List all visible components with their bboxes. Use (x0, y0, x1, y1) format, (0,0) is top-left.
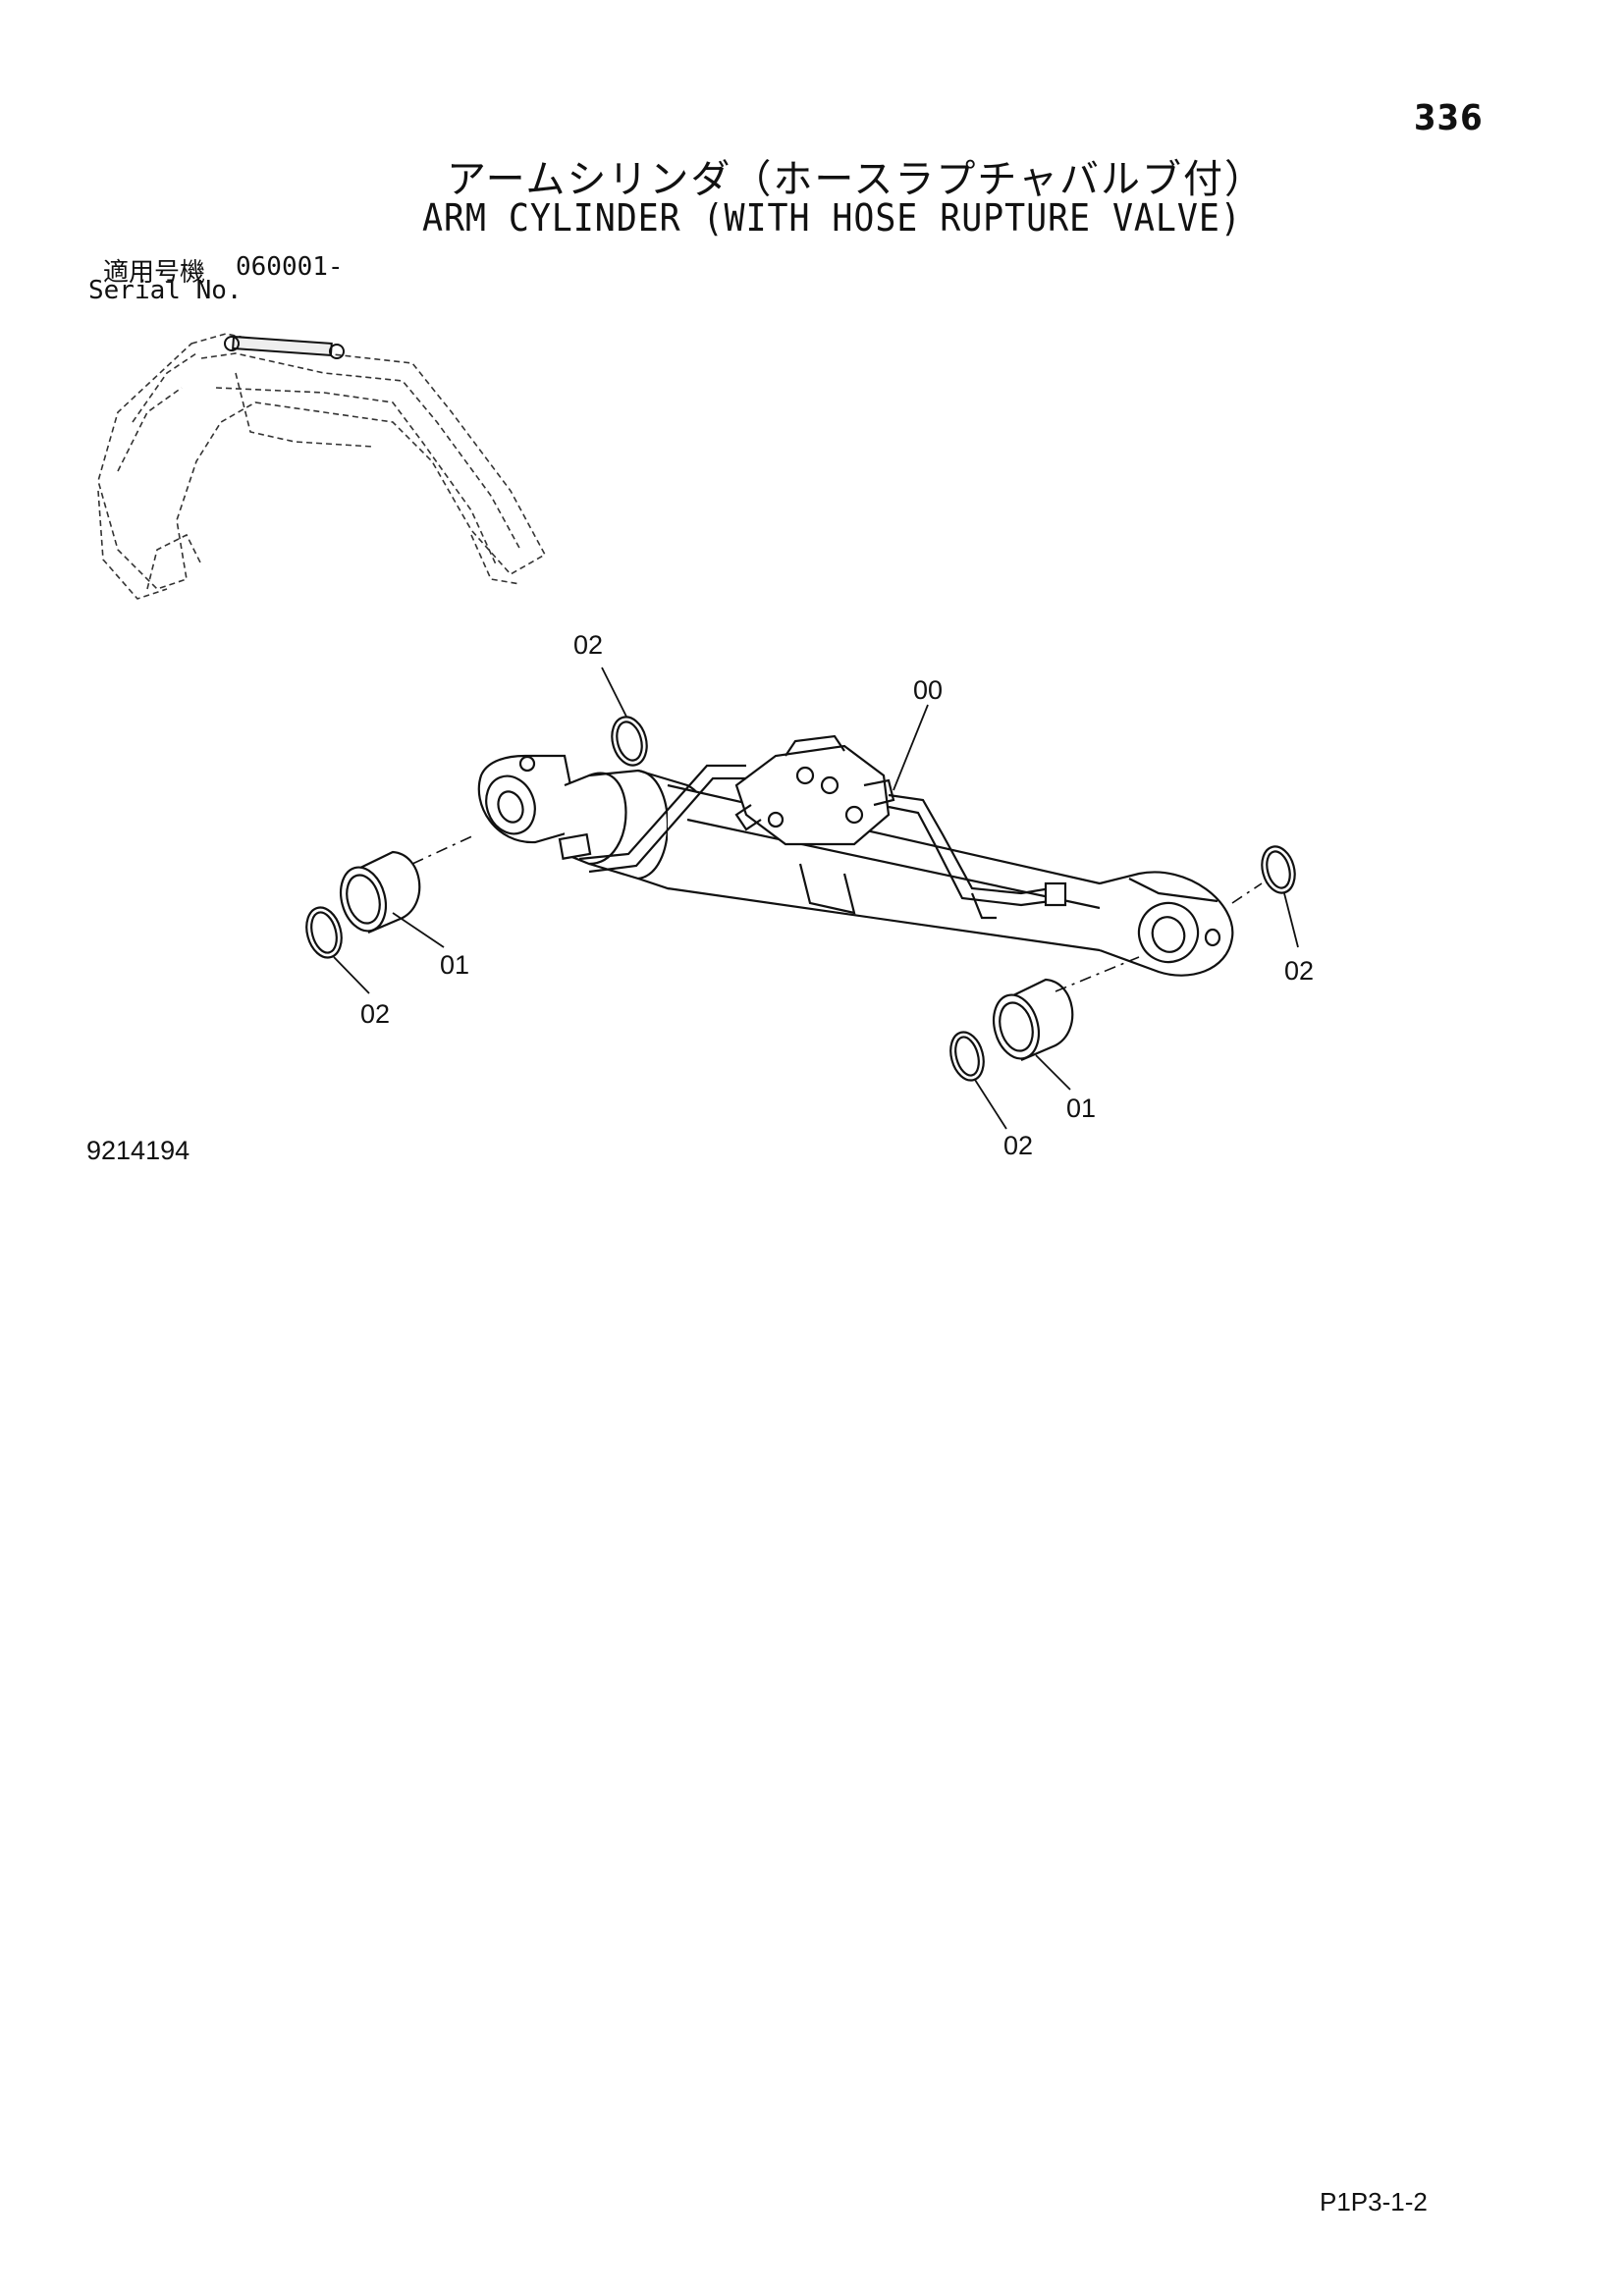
callout-label: 00 (913, 675, 943, 705)
page-number: 336 (1414, 98, 1484, 138)
footer-page-code: P1P3-1-2 (1320, 2187, 1428, 2216)
callout-label: 02 (360, 999, 390, 1029)
drawing-number: 9214194 (86, 1136, 190, 1165)
seal-rings (305, 716, 1296, 1082)
serial-label-english: Serial No. (88, 276, 243, 305)
callout-label: 02 (1003, 1131, 1033, 1160)
title-japanese: アームシリンダ（ホースラプチャバルブ付） (447, 157, 1266, 202)
callout-label: 01 (440, 950, 469, 980)
callout-label: 01 (1066, 1094, 1096, 1123)
serial-label-japanese: 適用号機 (103, 258, 206, 288)
callout-labels: 02 00 01 02 02 01 02 (360, 630, 1314, 1160)
callout-label: 02 (1284, 956, 1314, 986)
title-english: ARM CYLINDER (WITH HOSE RUPTURE VALVE) (422, 196, 1242, 240)
callout-label: 02 (573, 630, 603, 660)
assembly-center-lines (411, 833, 1263, 992)
highlighted-cylinder-thumbnail (224, 335, 345, 359)
leader-lines (333, 667, 1299, 1130)
bushing-right (992, 978, 1074, 1062)
serial-number-value: 060001- (236, 252, 344, 282)
bushing-left (339, 850, 421, 934)
arm-cylinder-assembly (477, 734, 1234, 977)
excavator-arm-thumbnail (97, 333, 547, 600)
